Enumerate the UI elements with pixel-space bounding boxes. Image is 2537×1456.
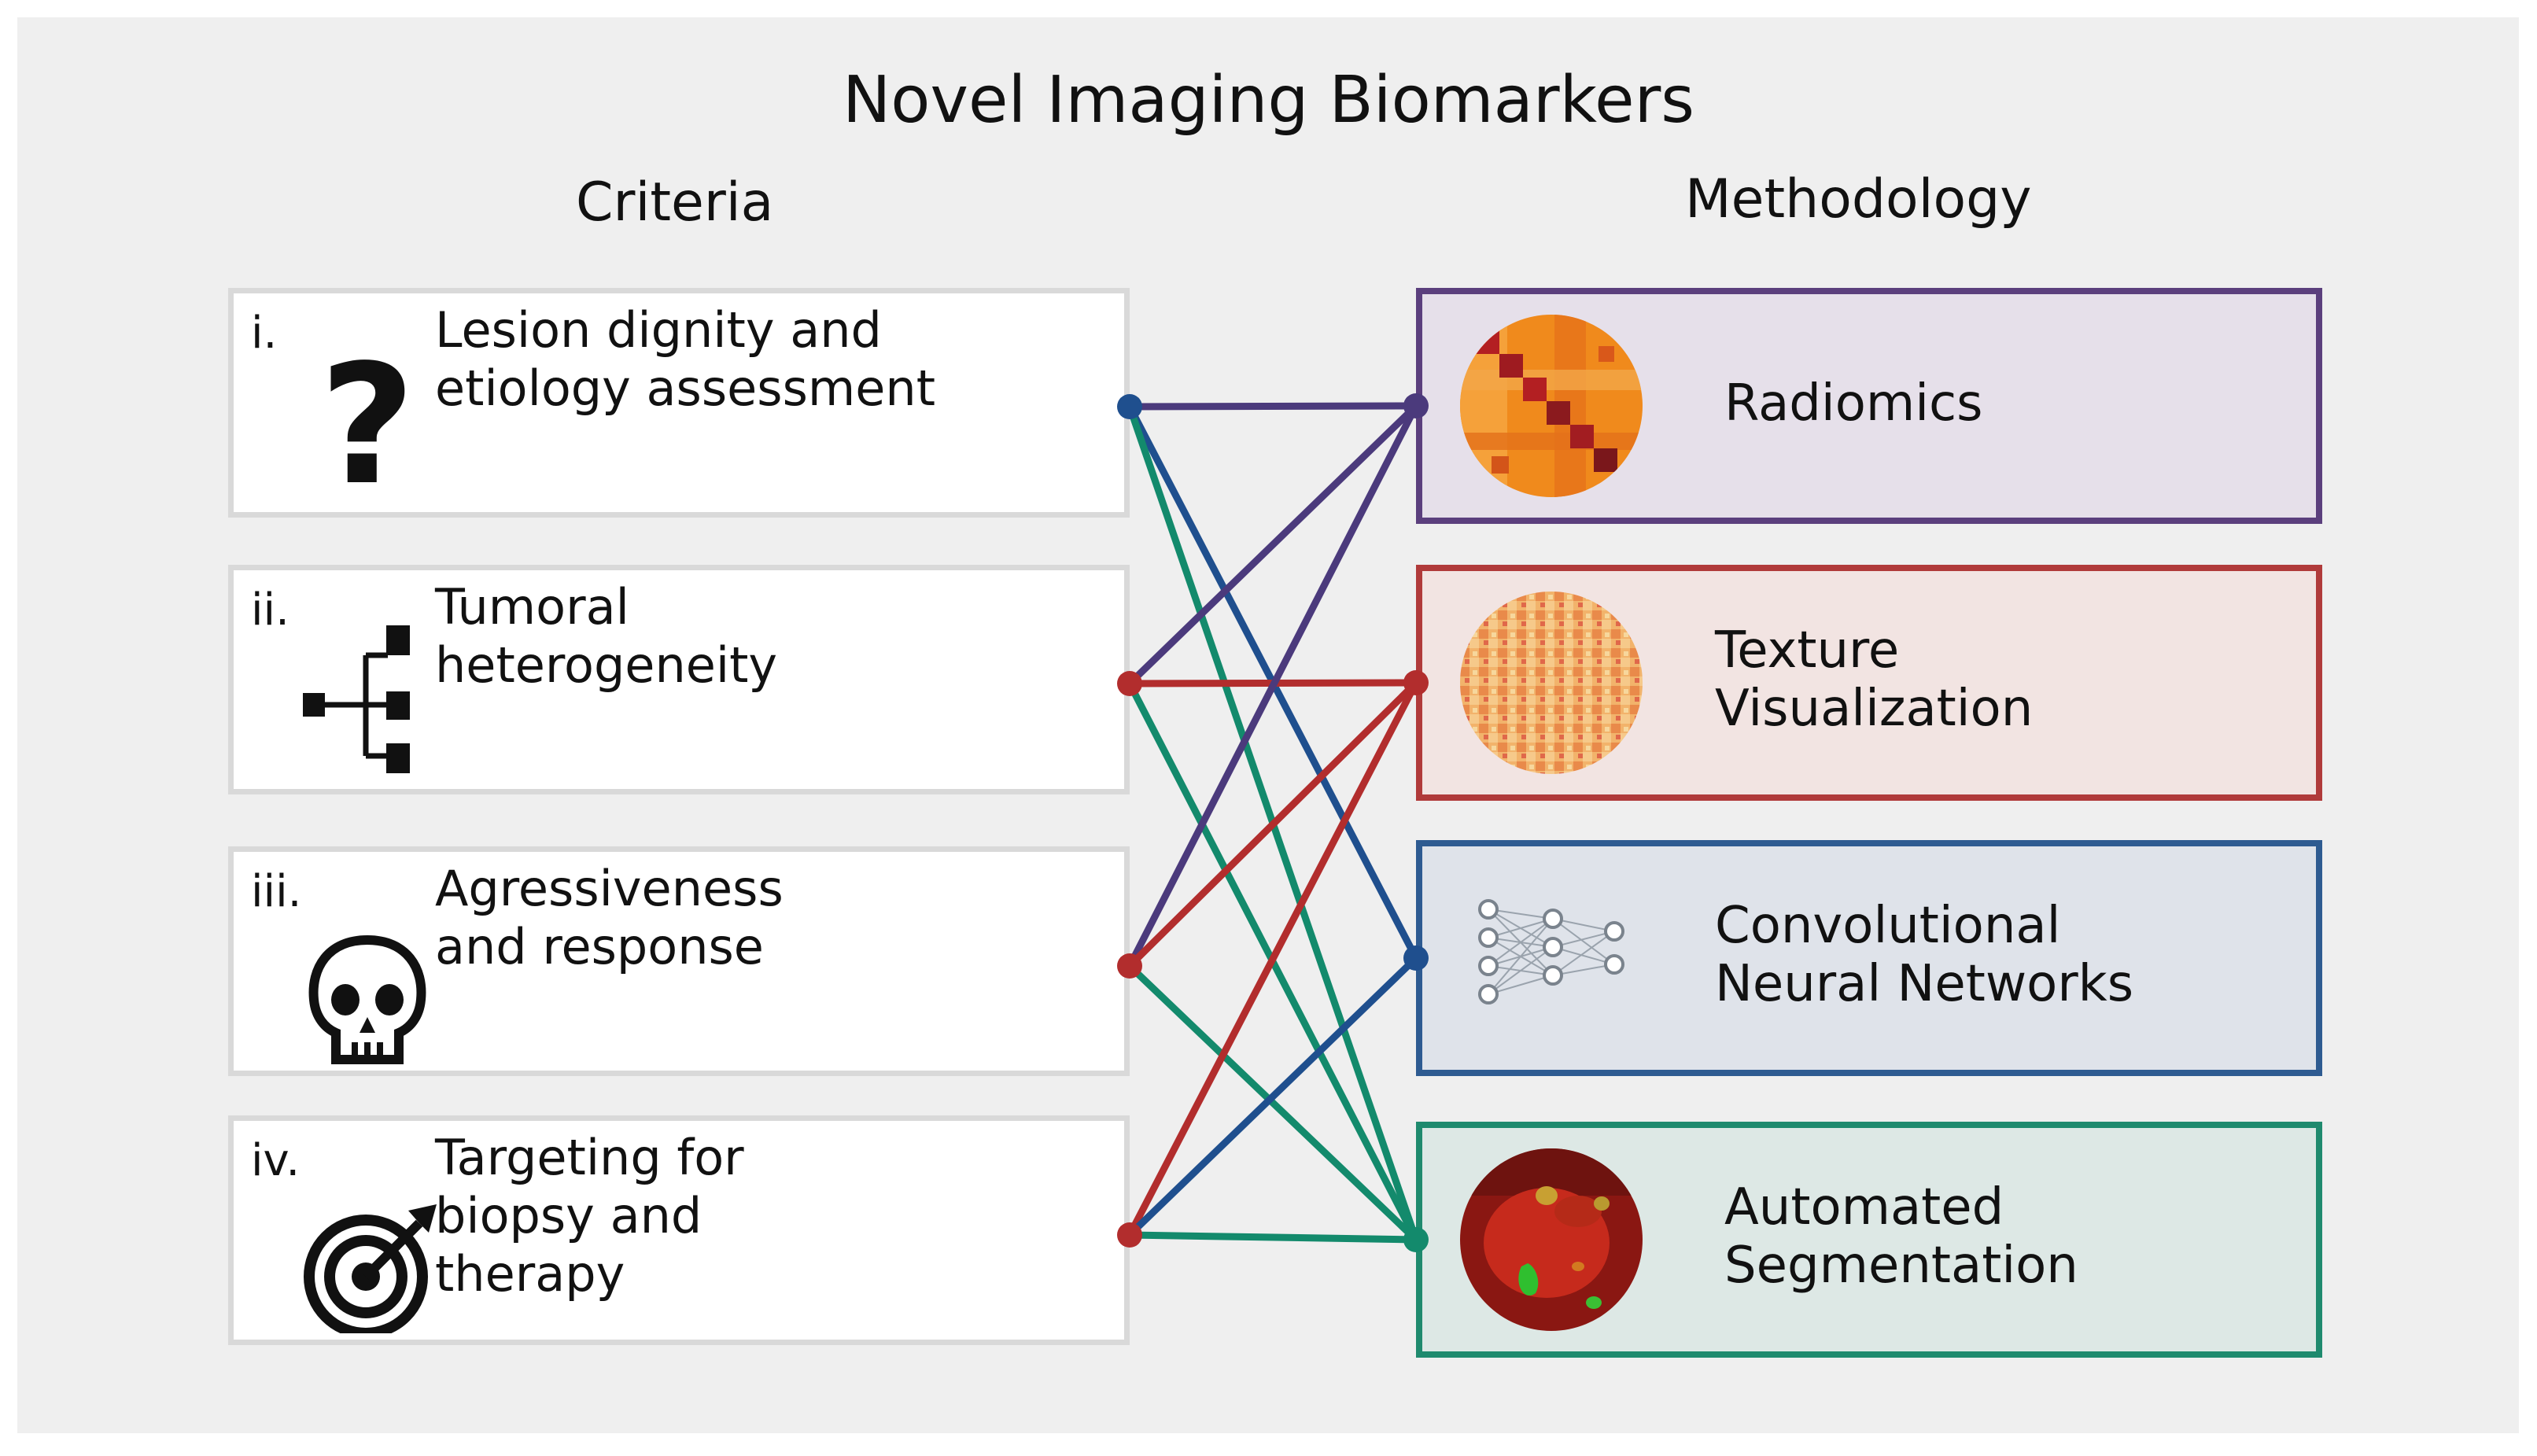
criterion-numeral: ii. (251, 584, 289, 636)
criterion-numeral: i. (251, 308, 278, 359)
connector-line-3-1 (1127, 680, 1419, 1237)
criterion-connector-dot (1117, 394, 1142, 419)
criterion-numeral: iii. (251, 866, 302, 917)
connector-line-0-0 (1129, 402, 1417, 411)
method-connector-dot (1403, 393, 1429, 418)
criterion-label: Lesion dignity and etiology assessment (435, 301, 936, 417)
method-box-cnn: Convolutional Neural Networks (1416, 840, 2322, 1076)
criterion-box-tumoral-heterogeneity: ii. Tumoral heterogeneity (228, 565, 1130, 794)
criterion-label: Agressiveness and response (435, 860, 784, 975)
target-icon (297, 1168, 438, 1339)
methodology-heading: Methodology (1685, 168, 2032, 230)
connector-line-2-0 (1126, 404, 1420, 968)
criterion-box-targeting: iv. Targeting for biopsy and therapy (228, 1115, 1130, 1345)
figure-title: Novel Imaging Biomarkers (842, 63, 1695, 138)
connector-line-3-2 (1127, 955, 1419, 1238)
connector-line-1-0 (1127, 403, 1419, 687)
neural-network-icon (1460, 867, 1643, 1049)
method-box-texture-visualization: Texture Visualization (1416, 565, 2322, 801)
criterion-connector-dot (1117, 953, 1142, 979)
criterion-box-lesion-dignity: i. ? Lesion dignity and etiology assessm… (228, 288, 1130, 522)
method-label: Automated Segmentation (1724, 1178, 2078, 1295)
criteria-heading: Criteria (576, 171, 774, 234)
method-label: Radiomics (1724, 374, 1983, 433)
method-box-automated-segmentation: Automated Segmentation (1416, 1122, 2322, 1358)
correlation-matrix-icon (1460, 315, 1643, 497)
criterion-numeral: iv. (251, 1135, 301, 1186)
criterion-label: Targeting for biopsy and therapy (435, 1129, 744, 1303)
question-mark-icon: ? (297, 329, 438, 522)
connector-line-3-3 (1129, 1231, 1417, 1244)
method-label: Texture Visualization (1715, 621, 2034, 738)
texture-map-icon (1460, 592, 1643, 774)
method-box-radiomics: Radiomics (1416, 288, 2322, 524)
criterion-connector-dot (1117, 671, 1142, 696)
connector-line-2-1 (1127, 680, 1419, 969)
tree-branch-icon (297, 617, 438, 783)
method-connector-dot (1403, 1227, 1429, 1252)
method-connector-dot (1403, 670, 1429, 695)
svg-text:?: ? (319, 341, 415, 506)
criterion-connector-dot (1117, 1222, 1142, 1248)
method-connector-dot (1403, 945, 1429, 971)
method-label: Convolutional Neural Networks (1715, 897, 2134, 1013)
skull-icon (297, 899, 438, 1064)
criterion-label: Tumoral heterogeneity (435, 578, 778, 694)
criterion-box-aggressiveness: iii. Agressiveness and response (228, 846, 1130, 1076)
connector-line-2-3 (1127, 963, 1419, 1243)
segmentation-map-icon (1460, 1148, 1643, 1331)
